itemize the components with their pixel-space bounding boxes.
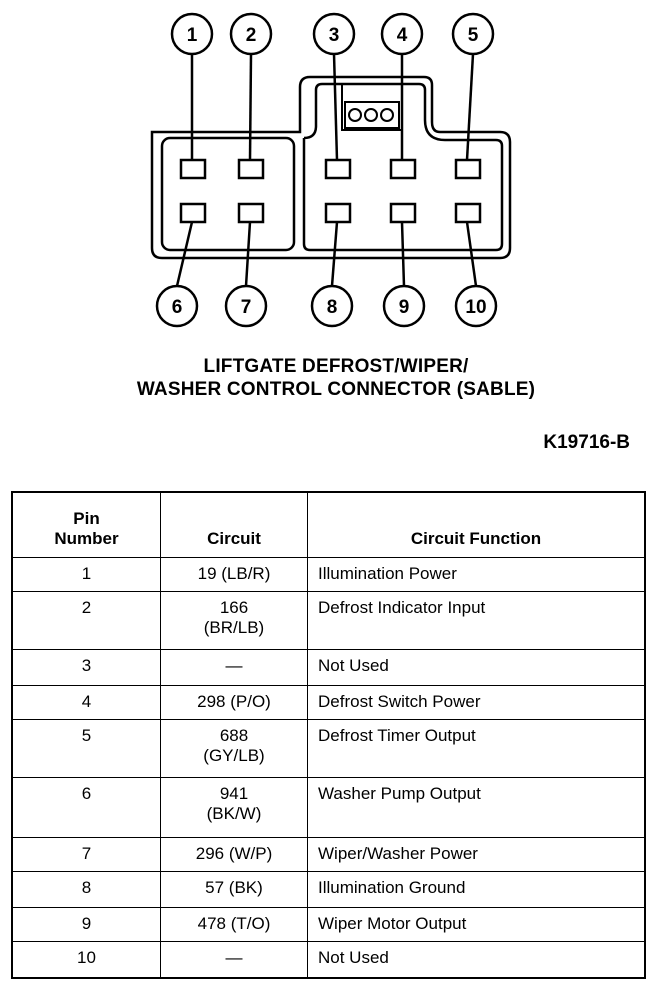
pin-7-callout-label: 7 [241,297,252,318]
pin-6-callout-leader [175,221,194,287]
pin-2-callout-bubble [229,12,273,56]
header-pin-number-text: Pin Number [54,509,119,548]
pin-9-callout-label: 9 [399,297,410,318]
latch-inner [344,101,400,129]
diagram-caption-line-2: WASHER CONTROL CONNECTOR (SABLE) [136,379,536,400]
pin-4-callout-bubble [380,12,424,56]
function-cell: Defrost Indicator Input [307,591,646,650]
function-cell: Washer Pump Output [307,777,646,838]
pin-8-socket [324,202,352,224]
diagram-caption-line-1: LIFTGATE DEFROST/WIPER/ [203,356,469,377]
pin-2-callout-leader [248,53,253,161]
pin-1-callout-bubble [170,12,214,56]
pin-6-callout-label: 6 [172,297,183,318]
pin-2-socket [237,158,265,180]
pin-1-socket [179,158,207,180]
circuit-cell: 166 (BR/LB) [160,591,308,650]
circuit-cell: 688 (GY/LB) [160,719,308,778]
pin-5-callout-leader [465,53,475,161]
latch-hole [364,108,378,122]
header-circuit-function: Circuit Function [307,491,646,558]
pin-4-socket [389,158,417,180]
pin-7-callout-leader [244,221,252,287]
latch-hole [380,108,394,122]
connector-diagram: 1 2 3 4 5 6 7 8 9 10 [150,12,512,328]
pin-3-callout-bubble [312,12,356,56]
function-cell: Defrost Timer Output [307,719,646,778]
pin-3-callout-label: 3 [329,25,340,46]
pin-1-callout-label: 1 [187,25,198,46]
right-inner-housing [302,82,504,252]
pin-6-socket [179,202,207,224]
pin-cell: 9 [11,907,161,942]
function-cell: Not Used [307,941,646,978]
circuit-cell: 478 (T/O) [160,907,308,942]
table-header-row: Pin Number Circuit Circuit Function [11,491,646,558]
pin-7-callout-bubble [224,284,268,328]
pin-cell: 4 [11,685,161,720]
latch-box [341,83,403,131]
circuit-cell: 57 (BK) [160,871,308,908]
pin-5-socket [454,158,482,180]
function-cell: Illumination Power [307,557,646,592]
pin-5-callout-bubble [451,12,495,56]
pin-cell: 3 [11,649,161,686]
pin-cell: 10 [11,941,161,978]
pin-7-socket [237,202,265,224]
figure-id: K19716-B [543,432,630,453]
header-pin-number: Pin Number [11,491,161,558]
circuit-cell: 19 (LB/R) [160,557,308,592]
left-inner-housing [160,136,296,252]
circuit-cell: 941 (BK/W) [160,777,308,838]
circuit-cell: 296 (W/P) [160,837,308,872]
pin-8-callout-bubble [310,284,354,328]
circuit-cell: 298 (P/O) [160,685,308,720]
pin-2-callout-label: 2 [246,25,257,46]
header-circuit-function-text: Circuit Function [410,529,542,548]
pin-cell: 5 [11,719,161,778]
pin-3-callout-leader [332,53,339,161]
pin-9-callout-leader [400,221,406,287]
pin-5-callout-label: 5 [468,25,479,46]
circuit-cell: — [160,941,308,978]
connector-outline [150,75,512,260]
pin-cell: 2 [11,591,161,650]
function-cell: Illumination Ground [307,871,646,908]
function-cell: Defrost Switch Power [307,685,646,720]
function-cell: Wiper Motor Output [307,907,646,942]
header-circuit: Circuit [160,491,308,558]
pin-4-callout-label: 4 [397,25,408,46]
pin-cell: 7 [11,837,161,872]
pin-8-callout-label: 8 [327,297,338,318]
pin-10-callout-bubble [454,284,498,328]
circuit-cell: — [160,649,308,686]
pin-cell: 8 [11,871,161,908]
pin-6-callout-bubble [155,284,199,328]
table-row: 3—Not Used [11,649,646,686]
pin-9-socket [389,202,417,224]
pin-9-callout-bubble [382,284,426,328]
header-circuit-text: Circuit [207,529,261,548]
function-cell: Not Used [307,649,646,686]
pin-3-socket [324,158,352,180]
pin-8-callout-leader [330,221,339,287]
pin-cell: 6 [11,777,161,838]
pin-10-callout-leader [465,221,478,287]
pin-10-callout-label: 10 [465,297,486,318]
pin-10-socket [454,202,482,224]
pin-cell: 1 [11,557,161,592]
function-cell: Wiper/Washer Power [307,837,646,872]
latch-hole [348,108,362,122]
table-row: 10—Not Used [11,941,646,978]
